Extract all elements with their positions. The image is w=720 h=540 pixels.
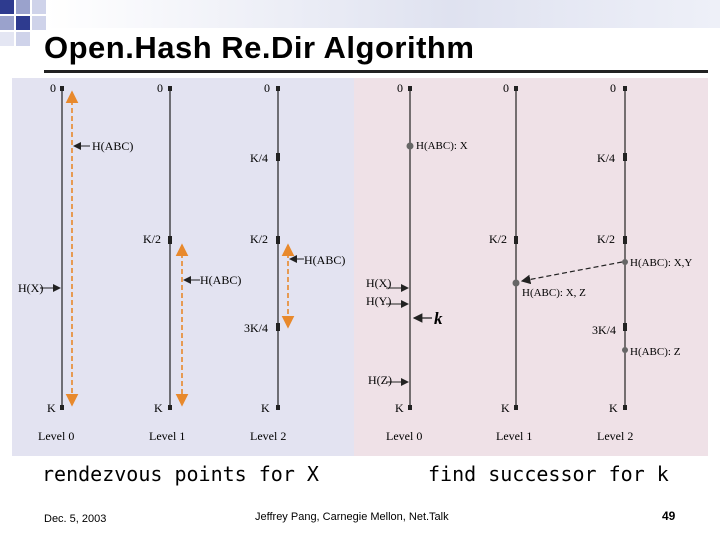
left-l1-zero: 0 [157,81,163,95]
footer-author: Jeffrey Pang, Carnegie Mellon, Net.Talk [255,511,449,523]
right-l0-k: K [395,401,404,415]
caption-left: rendezvous points for X [42,462,319,486]
left-level2-label: Level 2 [250,429,286,443]
right-hy: H(Y) [366,294,391,308]
right-habc-x: H(ABC): X [416,140,468,152]
right-l1-zero: 0 [503,81,509,95]
left-habc-l2: H(ABC) [304,253,345,267]
deco-square [16,0,30,14]
deco-square [32,0,46,14]
left-k2-l2: K/2 [250,232,268,246]
right-habc-z: H(ABC): Z [630,346,681,358]
right-l1-k: K [501,401,510,415]
deco-square [0,32,14,46]
right-k4: K/4 [597,151,615,165]
left-l0-k: K [47,401,56,415]
left-k34: 3K/4 [244,321,268,335]
title-underline [44,70,708,73]
right-k2-l2: K/2 [597,232,615,246]
right-hz: H(Z) [368,373,392,387]
deco-square [32,16,46,30]
right-habc-x-dot [406,142,414,150]
right-hx: H(X) [366,276,391,290]
left-k2-l1: K/2 [143,232,161,246]
deco-square [16,16,30,30]
right-habc-xy: H(ABC): X,Y [630,257,692,269]
left-l1-k: K [154,401,163,415]
footer-date: Dec. 5, 2003 [44,513,107,525]
left-habc-l0: H(ABC) [92,139,133,153]
left-habc-l1: H(ABC) [200,273,241,287]
left-k4: K/4 [250,151,268,165]
left-panel [12,78,354,456]
right-l2-k: K [609,401,618,415]
right-panel [354,78,708,456]
slide-title: Open.Hash Re.Dir Algorithm [44,30,475,65]
left-l2-zero: 0 [264,81,270,95]
right-habc-xz-dot [512,279,520,287]
right-level1-label: Level 1 [496,429,532,443]
left-level0-label: Level 0 [38,429,74,443]
left-hx: H(X) [18,281,43,295]
deco-square [16,32,30,46]
right-l2-zero: 0 [610,81,616,95]
caption-right: find successor for k [428,462,669,486]
deco-square [0,16,14,30]
right-habc-z-dot [622,347,628,353]
left-l2-k: K [261,401,270,415]
right-l0-zero: 0 [397,81,403,95]
page-number: 49 [662,509,676,523]
left-level1-label: Level 1 [149,429,185,443]
right-habc-xz: H(ABC): X, Z [522,287,586,299]
header-band [46,0,720,28]
deco-square [0,0,14,14]
left-l0-zero: 0 [50,81,56,95]
search-path-arrow [520,261,623,285]
right-level0-label: Level 0 [386,429,422,443]
right-k34: 3K/4 [592,323,616,337]
right-habc-xy-dot [622,259,628,265]
right-level2-label: Level 2 [597,429,633,443]
right-kpoint: k [434,309,443,328]
right-k2-l1: K/2 [489,232,507,246]
